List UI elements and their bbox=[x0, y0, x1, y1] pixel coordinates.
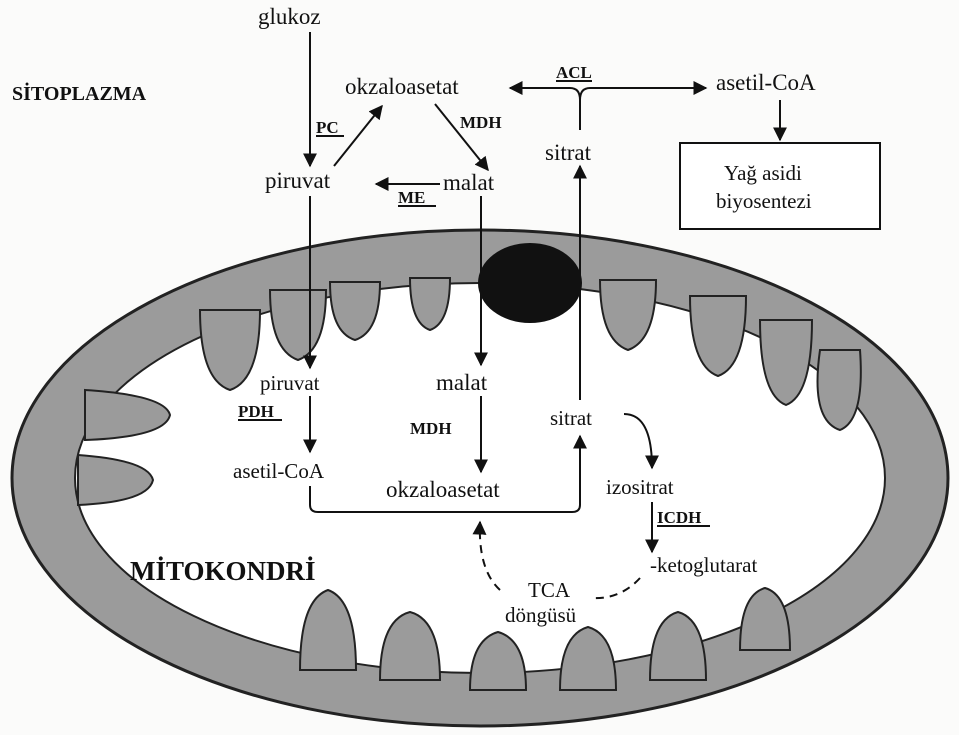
sitrat-mito-label: sitrat bbox=[550, 406, 592, 430]
malat-mito-label: malat bbox=[436, 370, 488, 395]
cytoplasm-label: SİTOPLAZMA bbox=[12, 81, 147, 105]
fatty-acid-box bbox=[680, 143, 880, 229]
enzyme-acl: ACL bbox=[556, 63, 592, 82]
mitochondrion-label: MİTOKONDRİ bbox=[130, 556, 316, 586]
acl-fork bbox=[570, 88, 590, 100]
membrane-transporter bbox=[478, 243, 582, 323]
tca-label-line2: döngüsü bbox=[505, 603, 577, 627]
enzyme-icdh: ICDH bbox=[657, 508, 701, 527]
asetil-coa-mito-label: asetil-CoA bbox=[233, 459, 325, 483]
malat-cyto-label: malat bbox=[443, 170, 495, 195]
glukoz-label: glukoz bbox=[258, 4, 321, 29]
enzyme-pc: PC bbox=[316, 118, 339, 137]
enzyme-me: ME bbox=[398, 188, 425, 207]
tca-label-line1: TCA bbox=[528, 578, 571, 602]
enzyme-pdh: PDH bbox=[238, 402, 274, 421]
piruvat-cyto-label: piruvat bbox=[265, 168, 331, 193]
izositrat-label: izositrat bbox=[606, 475, 674, 499]
enzyme-mdh-mito: MDH bbox=[410, 419, 452, 438]
asetil-coa-cyto-label: asetil-CoA bbox=[716, 70, 816, 95]
fatty-acid-box-line2: biyosentezi bbox=[716, 189, 812, 213]
enzyme-mdh-cyto: MDH bbox=[460, 113, 502, 132]
fatty-acid-box-line1: Yağ asidi bbox=[724, 161, 802, 185]
okzaloasetat-mito-label: okzaloasetat bbox=[386, 477, 500, 502]
sitrat-cyto-label: sitrat bbox=[545, 140, 592, 165]
ketoglutarat-label: -ketoglutarat bbox=[650, 553, 757, 577]
piruvat-mito-label: piruvat bbox=[260, 371, 320, 395]
okzaloasetat-cyto-label: okzaloasetat bbox=[345, 74, 459, 99]
